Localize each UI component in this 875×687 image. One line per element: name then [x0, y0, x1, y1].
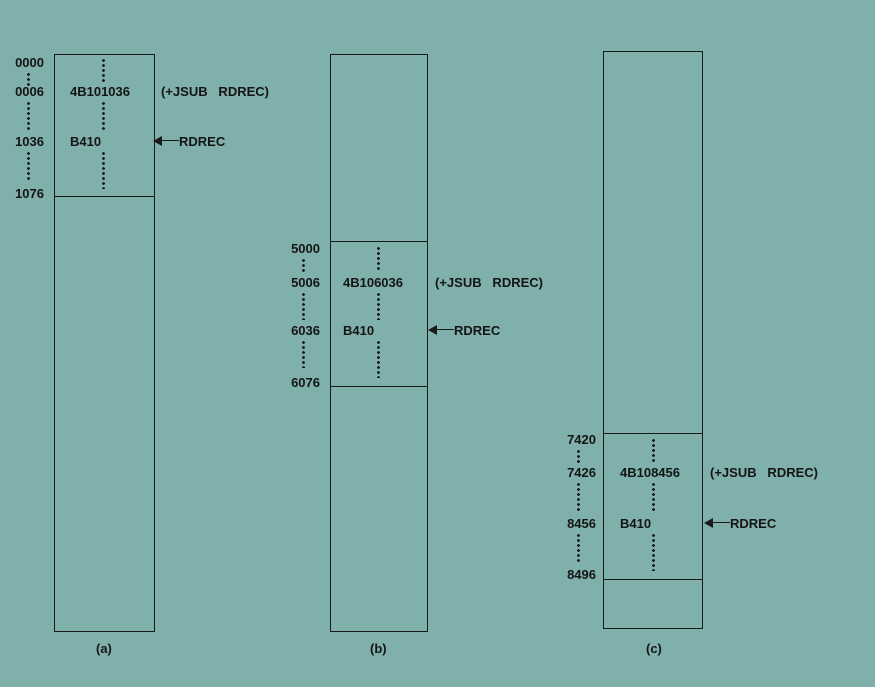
address-dots: [577, 482, 580, 512]
address-dots: [27, 101, 30, 130]
memory-block: [54, 54, 155, 632]
address-jsub: 5006: [291, 275, 320, 290]
address-dots: [577, 533, 580, 563]
memory-block: [603, 51, 703, 629]
instruction-code: 4B106036: [343, 275, 403, 290]
content-dots: [102, 101, 105, 130]
address-start: 7420: [567, 432, 596, 447]
label-code: B410: [343, 323, 375, 338]
address-rdrec: 8456: [567, 516, 596, 531]
address-dots: [302, 292, 305, 320]
content-dots: [102, 151, 105, 189]
address-end: 8496: [567, 567, 596, 582]
address-dots: [302, 258, 305, 272]
program-boundary: [330, 241, 428, 242]
instruction-comment: (+JSUB RDREC): [435, 275, 543, 290]
instruction-comment: (+JSUB RDREC): [161, 84, 269, 99]
instruction-code: 4B108456: [620, 465, 680, 480]
address-start: 0000: [15, 55, 44, 70]
program-boundary: [54, 196, 155, 197]
address-jsub: 7426: [567, 465, 596, 480]
address-dots: [27, 72, 30, 86]
content-dots: [377, 292, 380, 320]
address-rdrec: 1036: [15, 134, 44, 149]
memory-block: [330, 54, 428, 632]
address-jsub: 0006: [15, 84, 44, 99]
content-dots: [652, 438, 655, 462]
content-dots: [102, 58, 105, 82]
label-code: B410: [620, 516, 652, 531]
address-rdrec: 6036: [291, 323, 320, 338]
arrow-label: RDREC: [454, 323, 501, 338]
panel-caption: (a): [96, 641, 112, 656]
address-dots: [302, 340, 305, 368]
content-dots: [652, 482, 655, 512]
arrow-icon: [428, 325, 454, 335]
address-end: 1076: [15, 186, 44, 201]
instruction-comment: (+JSUB RDREC): [710, 465, 818, 480]
address-dots: [27, 151, 30, 181]
address-end: 6076: [291, 375, 320, 390]
arrow-icon: [704, 518, 730, 528]
instruction-code: 4B101036: [70, 84, 130, 99]
program-boundary: [603, 579, 703, 580]
program-boundary: [330, 386, 428, 387]
address-start: 5000: [291, 241, 320, 256]
content-dots: [377, 246, 380, 270]
content-dots: [377, 340, 380, 378]
arrow-icon: [153, 136, 179, 146]
panel-caption: (c): [646, 641, 662, 656]
content-dots: [652, 533, 655, 571]
arrow-label: RDREC: [179, 134, 226, 149]
program-boundary: [603, 433, 703, 434]
label-code: B410: [70, 134, 102, 149]
arrow-label: RDREC: [730, 516, 777, 531]
address-dots: [577, 449, 580, 463]
panel-caption: (b): [370, 641, 387, 656]
